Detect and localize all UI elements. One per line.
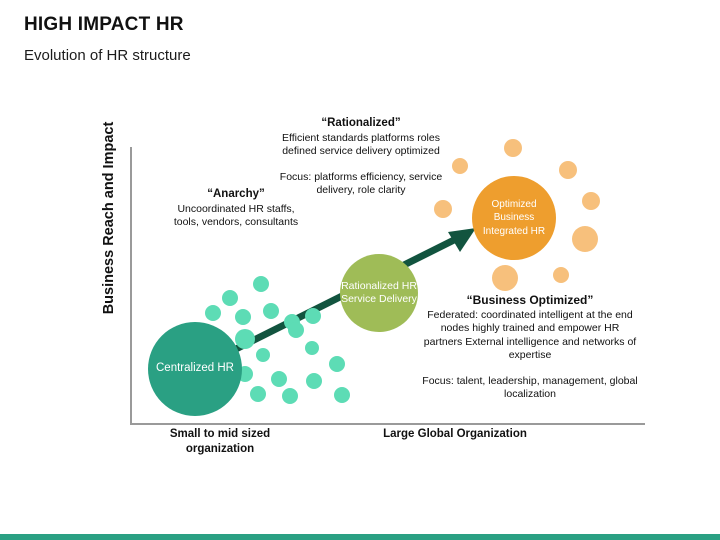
teal-dot-cluster xyxy=(205,276,350,404)
scatter-dot-orange xyxy=(572,226,598,252)
scatter-dot-orange xyxy=(559,161,577,179)
bubble-centralized-hr[interactable]: Centralized HR xyxy=(148,322,242,416)
page-title: HIGH IMPACT HR xyxy=(24,14,184,35)
scatter-dot-teal xyxy=(222,290,238,306)
footer-accent-bar xyxy=(0,534,720,540)
annotation-business-optimized-body: Federated: coordinated intelligent at th… xyxy=(423,308,637,362)
scatter-dot-orange xyxy=(452,158,468,174)
scatter-dot-teal xyxy=(282,388,298,404)
annotation-anarchy-title: “Anarchy” xyxy=(207,188,265,200)
scatter-dot-teal xyxy=(235,329,255,349)
annotation-rationalized-body: Efficient standards platforms roles defi… xyxy=(282,131,440,158)
scatter-dot-orange xyxy=(434,200,452,218)
y-axis-label: Business Reach and Impact xyxy=(101,121,117,315)
annotation-business-optimized-focus: Focus: talent, leadership, management, g… xyxy=(422,374,638,401)
annotation-rationalized-focus: Focus: platforms efficiency, service del… xyxy=(279,170,443,197)
x-axis-label-right: Large Global Organization xyxy=(383,428,527,440)
scatter-dot-teal xyxy=(263,303,279,319)
annotation-anarchy: “Anarchy” Uncoordinated HR staffs, tools… xyxy=(171,188,301,230)
scatter-dot-teal xyxy=(305,308,321,324)
scatter-dot-teal xyxy=(253,276,269,292)
chart-axis-lines xyxy=(130,147,645,425)
bubble-optimized-business-integrated-hr[interactable]: Optimized Business Integrated HR xyxy=(472,176,556,260)
annotation-business-optimized-title: “Business Optimized” xyxy=(466,293,594,307)
annotation-rationalized: “Rationalized” Efficient standards platf… xyxy=(272,117,450,198)
scatter-dot-teal xyxy=(305,341,319,355)
annotation-business-optimized: “Business Optimized” Federated: coordina… xyxy=(420,293,640,402)
scatter-dot-orange xyxy=(492,265,518,291)
scatter-dot-orange xyxy=(582,192,600,210)
annotation-anarchy-body: Uncoordinated HR staffs, tools, vendors,… xyxy=(173,202,299,229)
scatter-dot-teal xyxy=(288,322,304,338)
scatter-dot-teal xyxy=(250,386,266,402)
bubble-rationalized-hr-service-delivery[interactable]: Rationalized HR Service Delivery xyxy=(340,254,418,332)
page-subtitle: Evolution of HR structure xyxy=(24,47,191,64)
scatter-dot-orange xyxy=(553,267,569,283)
scatter-dot-teal xyxy=(271,371,287,387)
scatter-dot-teal xyxy=(306,373,322,389)
scatter-dot-teal xyxy=(334,387,350,403)
orange-dot-cluster xyxy=(434,139,600,291)
scatter-dot-teal xyxy=(235,309,251,325)
annotation-rationalized-title: “Rationalized” xyxy=(321,117,401,129)
scatter-dot-teal xyxy=(256,348,270,362)
scatter-dot-teal xyxy=(205,305,221,321)
scatter-dot-teal xyxy=(329,356,345,372)
x-axis-label-left: Small to mid sized organization xyxy=(169,428,271,455)
scatter-dot-orange xyxy=(504,139,522,157)
